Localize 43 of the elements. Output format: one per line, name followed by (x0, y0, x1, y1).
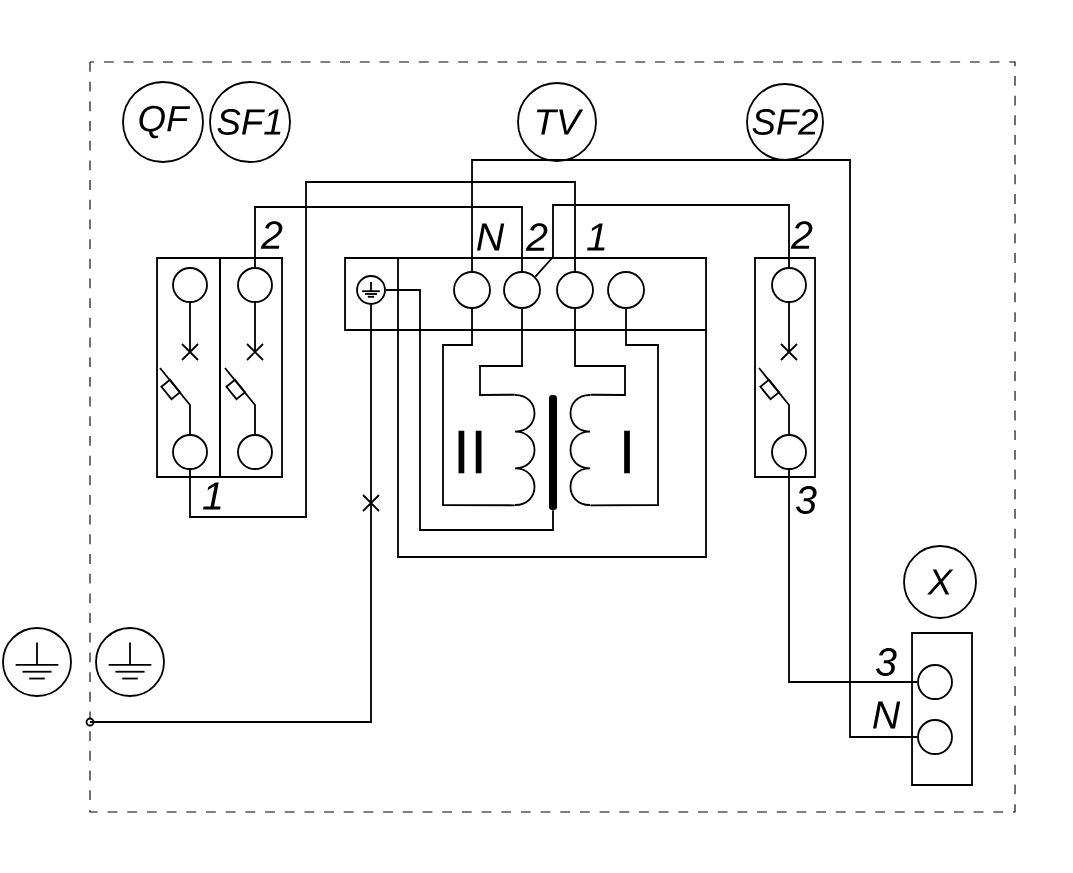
wire (385, 289, 554, 531)
terminal-marking: N (873, 701, 901, 729)
terminal-marking: 2 (260, 221, 283, 249)
wire (442, 308, 516, 507)
terminal-block (344, 257, 707, 331)
transformer-winding (569, 394, 591, 506)
terminal-marking: N (477, 223, 505, 251)
terminal (917, 664, 953, 700)
wire (788, 469, 918, 683)
wire (574, 308, 626, 396)
terminal-marking: 1 (203, 482, 221, 510)
module-box (754, 257, 816, 478)
transformer-core (549, 395, 557, 510)
terminal (172, 267, 208, 303)
module-box (911, 632, 973, 786)
module-box (219, 257, 283, 478)
terminal-marking: 3 (876, 648, 897, 676)
wire (89, 304, 372, 723)
winding-label: II (458, 430, 482, 474)
terminal-marking: 3 (796, 486, 817, 514)
terminal-marking: 2 (525, 223, 548, 251)
terminal (172, 434, 208, 470)
wire (471, 159, 918, 738)
terminal (607, 271, 645, 309)
winding-label: I (624, 430, 630, 474)
terminal (556, 271, 594, 309)
wire (189, 181, 576, 518)
module-box (156, 257, 221, 478)
terminal-marking: 1 (587, 223, 605, 251)
terminal (771, 267, 807, 303)
wire (254, 206, 523, 272)
wire (589, 308, 659, 507)
terminal-marking: 2 (790, 221, 813, 249)
wire (479, 308, 523, 396)
transformer-winding (514, 394, 536, 506)
earth-terminal (356, 275, 386, 305)
terminal (237, 434, 273, 470)
wire (534, 204, 790, 278)
terminal (237, 267, 273, 303)
terminal (453, 271, 491, 309)
terminal (503, 271, 541, 309)
terminal (771, 434, 807, 470)
terminal (917, 719, 953, 755)
